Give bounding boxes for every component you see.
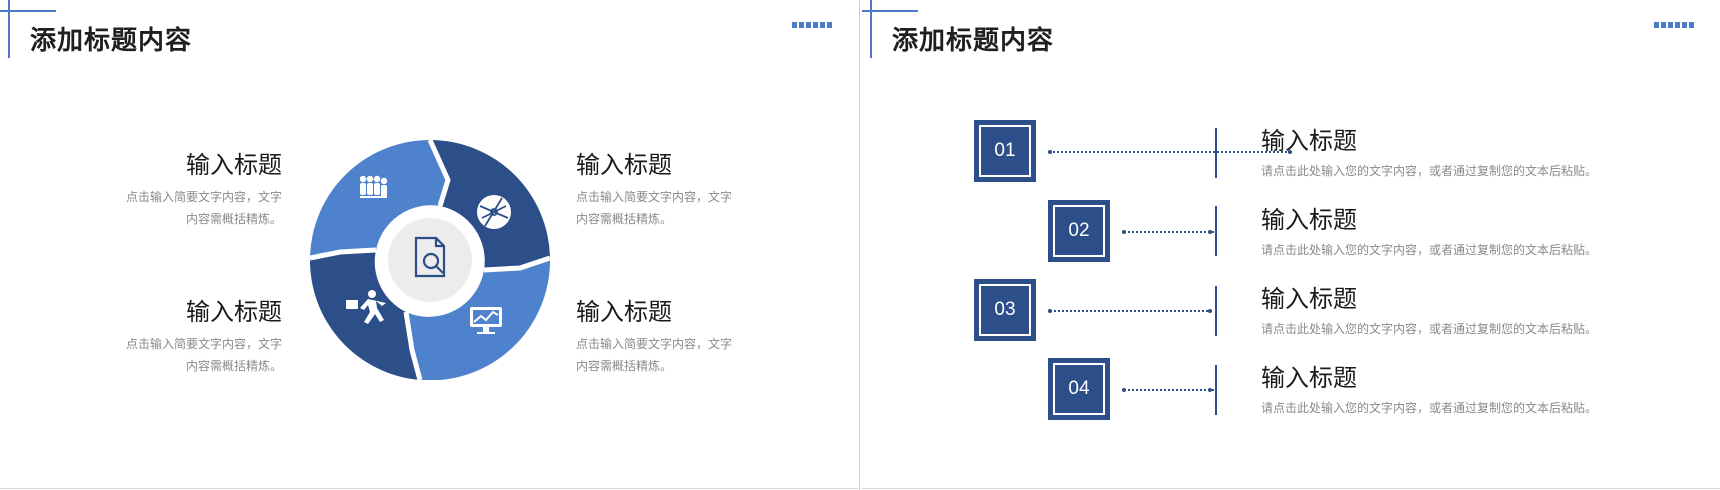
number-box-03: 03 bbox=[974, 279, 1036, 341]
number-box-04: 04 bbox=[1048, 358, 1110, 420]
corner-accent-horizontal bbox=[862, 10, 918, 12]
row-description[interactable]: 请点击此处输入您的文字内容，或者通过复制您的文本后粘贴。 bbox=[1261, 322, 1598, 336]
text-block-top-right[interactable]: 输入标题 点击输入简要文字内容，文字 内容需概括精炼。 bbox=[576, 150, 776, 230]
slide-title[interactable]: 添加标题内容 bbox=[30, 26, 193, 56]
team-icon bbox=[359, 175, 388, 198]
decorative-dots bbox=[1654, 22, 1694, 28]
item-title: 输入标题 bbox=[576, 298, 672, 326]
vertical-bar bbox=[1215, 365, 1217, 415]
connector-line bbox=[1124, 389, 1214, 391]
row-title[interactable]: 输入标题 bbox=[1261, 206, 1357, 234]
item-description: 点击输入简要文字内容，文字 内容需概括精炼。 bbox=[576, 190, 733, 226]
connector-dot bbox=[1208, 230, 1212, 234]
item-description: 点击输入简要文字内容，文字 内容需概括精炼。 bbox=[125, 190, 282, 226]
slide-divider bbox=[859, 0, 860, 490]
vertical-bar bbox=[1215, 206, 1217, 256]
connector-dot bbox=[1208, 388, 1212, 392]
number-box-01: 01 bbox=[974, 120, 1036, 182]
text-block-bottom-left[interactable]: 输入标题 点击输入简要文字内容，文字 内容需概括精炼。 bbox=[82, 297, 282, 377]
slide-numbered-list: 添加标题内容 01 输入标题 请点击此处输入您的文字内容，或者通过复制您的文本后… bbox=[862, 0, 1720, 489]
text-block-bottom-right[interactable]: 输入标题 点击输入简要文字内容，文字 内容需概括精炼。 bbox=[576, 297, 776, 377]
row-description[interactable]: 请点击此处输入您的文字内容，或者通过复制您的文本后粘贴。 bbox=[1261, 164, 1598, 178]
slide-cycle-diagram: 添加标题内容 输入标题 点击输入简要文字内容，文字 内容需概括精炼。 输入标题 … bbox=[0, 0, 858, 489]
row-title[interactable]: 输入标题 bbox=[1261, 127, 1357, 155]
row-description[interactable]: 请点击此处输入您的文字内容，或者通过复制您的文本后粘贴。 bbox=[1261, 243, 1598, 257]
decorative-dots bbox=[792, 22, 832, 28]
runner-icon bbox=[346, 290, 386, 324]
vertical-bar bbox=[1215, 128, 1217, 178]
connector-dot bbox=[1122, 230, 1126, 234]
item-description: 点击输入简要文字内容，文字 内容需概括精炼。 bbox=[576, 337, 733, 373]
slide-title[interactable]: 添加标题内容 bbox=[892, 26, 1055, 56]
connector-dot bbox=[1122, 388, 1126, 392]
document-search-icon bbox=[414, 236, 446, 278]
corner-accent-vertical bbox=[8, 0, 10, 58]
connector-line bbox=[1050, 310, 1212, 312]
item-title: 输入标题 bbox=[576, 151, 672, 179]
vertical-bar bbox=[1215, 286, 1217, 336]
connector-dot bbox=[1048, 309, 1052, 313]
row-title[interactable]: 输入标题 bbox=[1261, 364, 1357, 392]
connector-dot bbox=[1288, 150, 1292, 154]
item-description: 点击输入简要文字内容，文字 内容需概括精炼。 bbox=[125, 337, 282, 373]
globe-icon bbox=[477, 195, 511, 229]
number-label: 02 bbox=[1053, 205, 1105, 257]
row-description[interactable]: 请点击此处输入您的文字内容，或者通过复制您的文本后粘贴。 bbox=[1261, 401, 1598, 415]
row-title[interactable]: 输入标题 bbox=[1261, 285, 1357, 313]
item-title: 输入标题 bbox=[186, 298, 282, 326]
corner-accent-horizontal bbox=[0, 10, 56, 12]
number-label: 04 bbox=[1053, 363, 1105, 415]
connector-dot bbox=[1208, 309, 1212, 313]
wheel-segment-bottom-left bbox=[310, 250, 420, 380]
number-box-02: 02 bbox=[1048, 200, 1110, 262]
analytics-monitor-icon bbox=[470, 307, 502, 334]
cycle-wheel bbox=[310, 140, 550, 380]
item-title: 输入标题 bbox=[186, 151, 282, 179]
number-label: 01 bbox=[979, 125, 1031, 177]
number-label: 03 bbox=[979, 284, 1031, 336]
connector-line bbox=[1124, 231, 1214, 233]
text-block-top-left[interactable]: 输入标题 点击输入简要文字内容，文字 内容需概括精炼。 bbox=[82, 150, 282, 230]
connector-line bbox=[1050, 151, 1290, 153]
wheel-segment-top-left bbox=[310, 140, 448, 258]
corner-accent-vertical bbox=[870, 0, 872, 58]
connector-dot bbox=[1048, 150, 1052, 154]
